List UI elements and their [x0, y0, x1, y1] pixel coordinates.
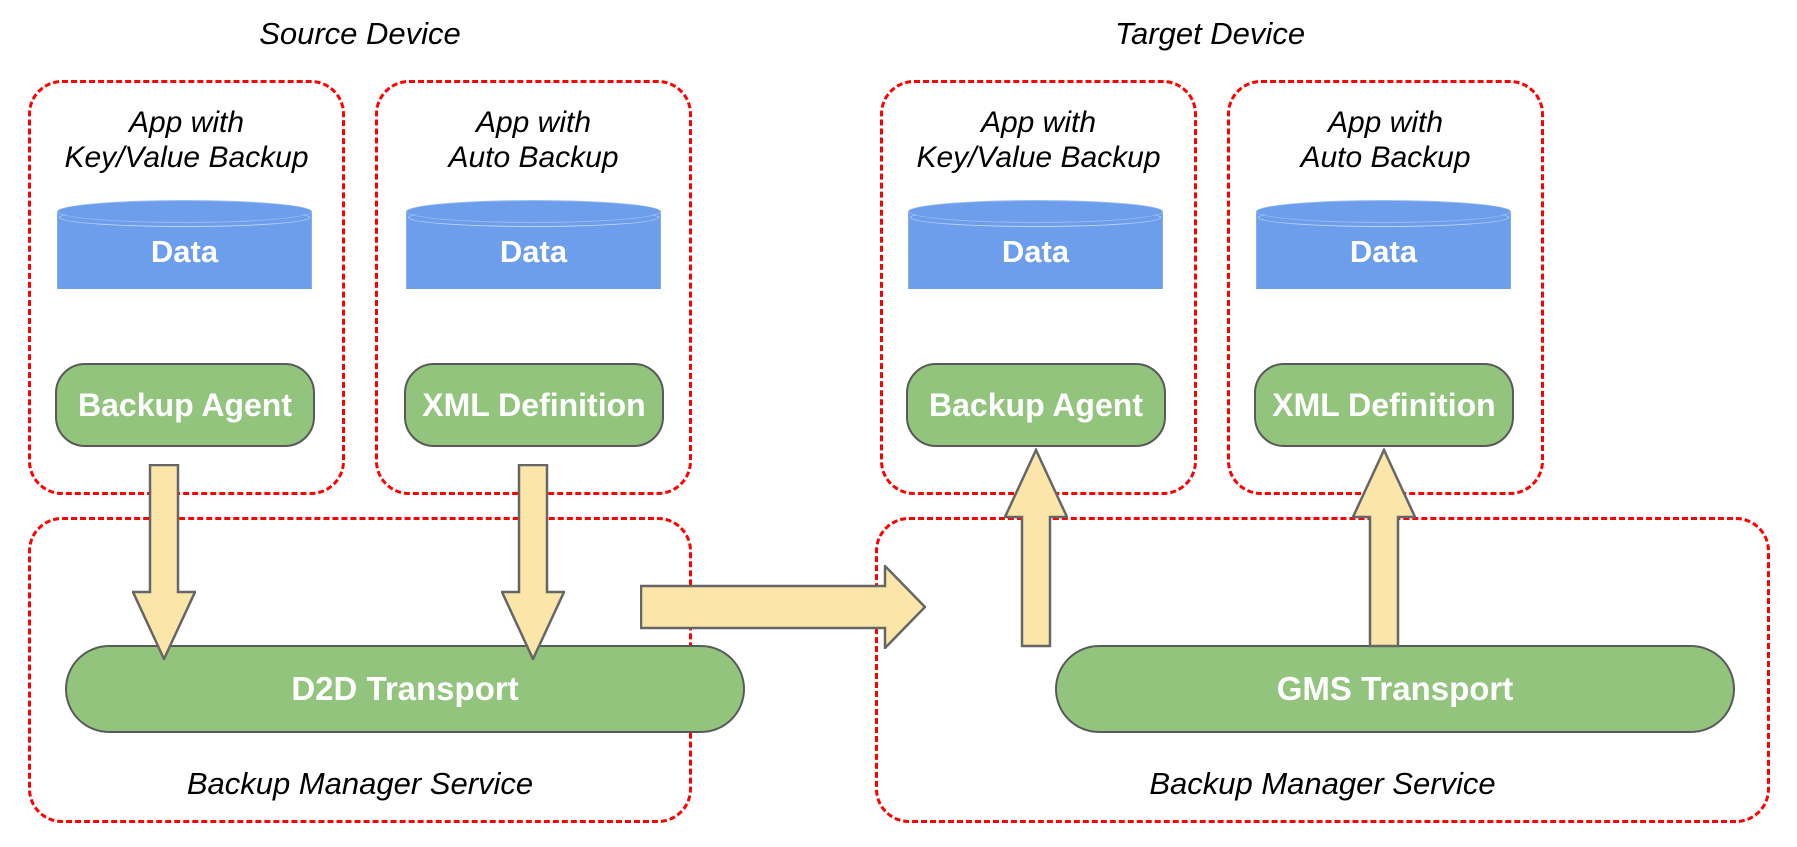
data-label: Data: [1001, 234, 1070, 269]
data-cylinder-source-autobackup: Data: [406, 200, 661, 300]
service-label-source: Backup Manager Service: [186, 766, 534, 801]
cylinder-lip: [59, 208, 310, 227]
data-label: Data: [150, 234, 219, 269]
app-title-line2: Key/Value Backup: [64, 141, 309, 174]
app-title-line2: Auto Backup: [1300, 141, 1471, 174]
service-container-target: Backup Manager Service: [875, 517, 1770, 823]
arrow-right-transport: [640, 565, 926, 649]
app-container-source-autobackup: App with Auto Backup: [375, 80, 692, 495]
arrow-up-target-autobackup: [1352, 448, 1416, 648]
transport-gms[interactable]: GMS Transport: [1055, 645, 1735, 733]
app-title-source-autobackup: App with Auto Backup: [378, 105, 689, 175]
transport-d2d[interactable]: D2D Transport: [65, 645, 745, 733]
app-title-line2: Key/Value Backup: [916, 141, 1161, 174]
service-label-target: Backup Manager Service: [1149, 766, 1496, 801]
app-title-line2: Auto Backup: [448, 141, 619, 174]
app-title-source-keyvalue: App with Key/Value Backup: [31, 105, 342, 175]
service-container-source: Backup Manager Service: [28, 517, 692, 823]
data-label: Data: [1349, 234, 1418, 269]
data-cylinder-source-keyvalue: Data: [57, 200, 312, 300]
app-title-line1: App with: [128, 106, 245, 139]
cylinder-lip: [408, 208, 659, 227]
app-title-target-autobackup: App with Auto Backup: [1230, 105, 1541, 175]
component-xml-definition-target[interactable]: XML Definition: [1254, 363, 1514, 447]
data-cylinder-target-keyvalue: Data: [908, 200, 1163, 300]
component-backup-agent-source[interactable]: Backup Agent: [55, 363, 315, 447]
data-cylinder-target-autobackup: Data: [1256, 200, 1511, 300]
component-backup-agent-target[interactable]: Backup Agent: [906, 363, 1166, 447]
device-label-source: Source Device: [259, 16, 461, 51]
app-title-target-keyvalue: App with Key/Value Backup: [883, 105, 1194, 175]
cylinder-lip: [910, 208, 1161, 227]
data-label: Data: [499, 234, 568, 269]
cylinder-lip: [1258, 208, 1509, 227]
app-title-line1: App with: [475, 106, 592, 139]
arrow-up-target-keyvalue: [1004, 448, 1068, 648]
arrow-down-source-autobackup: [501, 464, 565, 660]
component-xml-definition-source[interactable]: XML Definition: [404, 363, 664, 447]
app-container-source-keyvalue: App with Key/Value Backup: [28, 80, 345, 495]
app-title-line1: App with: [1327, 106, 1444, 139]
arrow-down-source-keyvalue: [132, 464, 196, 660]
app-title-line1: App with: [980, 106, 1097, 139]
device-label-target: Target Device: [1114, 16, 1306, 51]
